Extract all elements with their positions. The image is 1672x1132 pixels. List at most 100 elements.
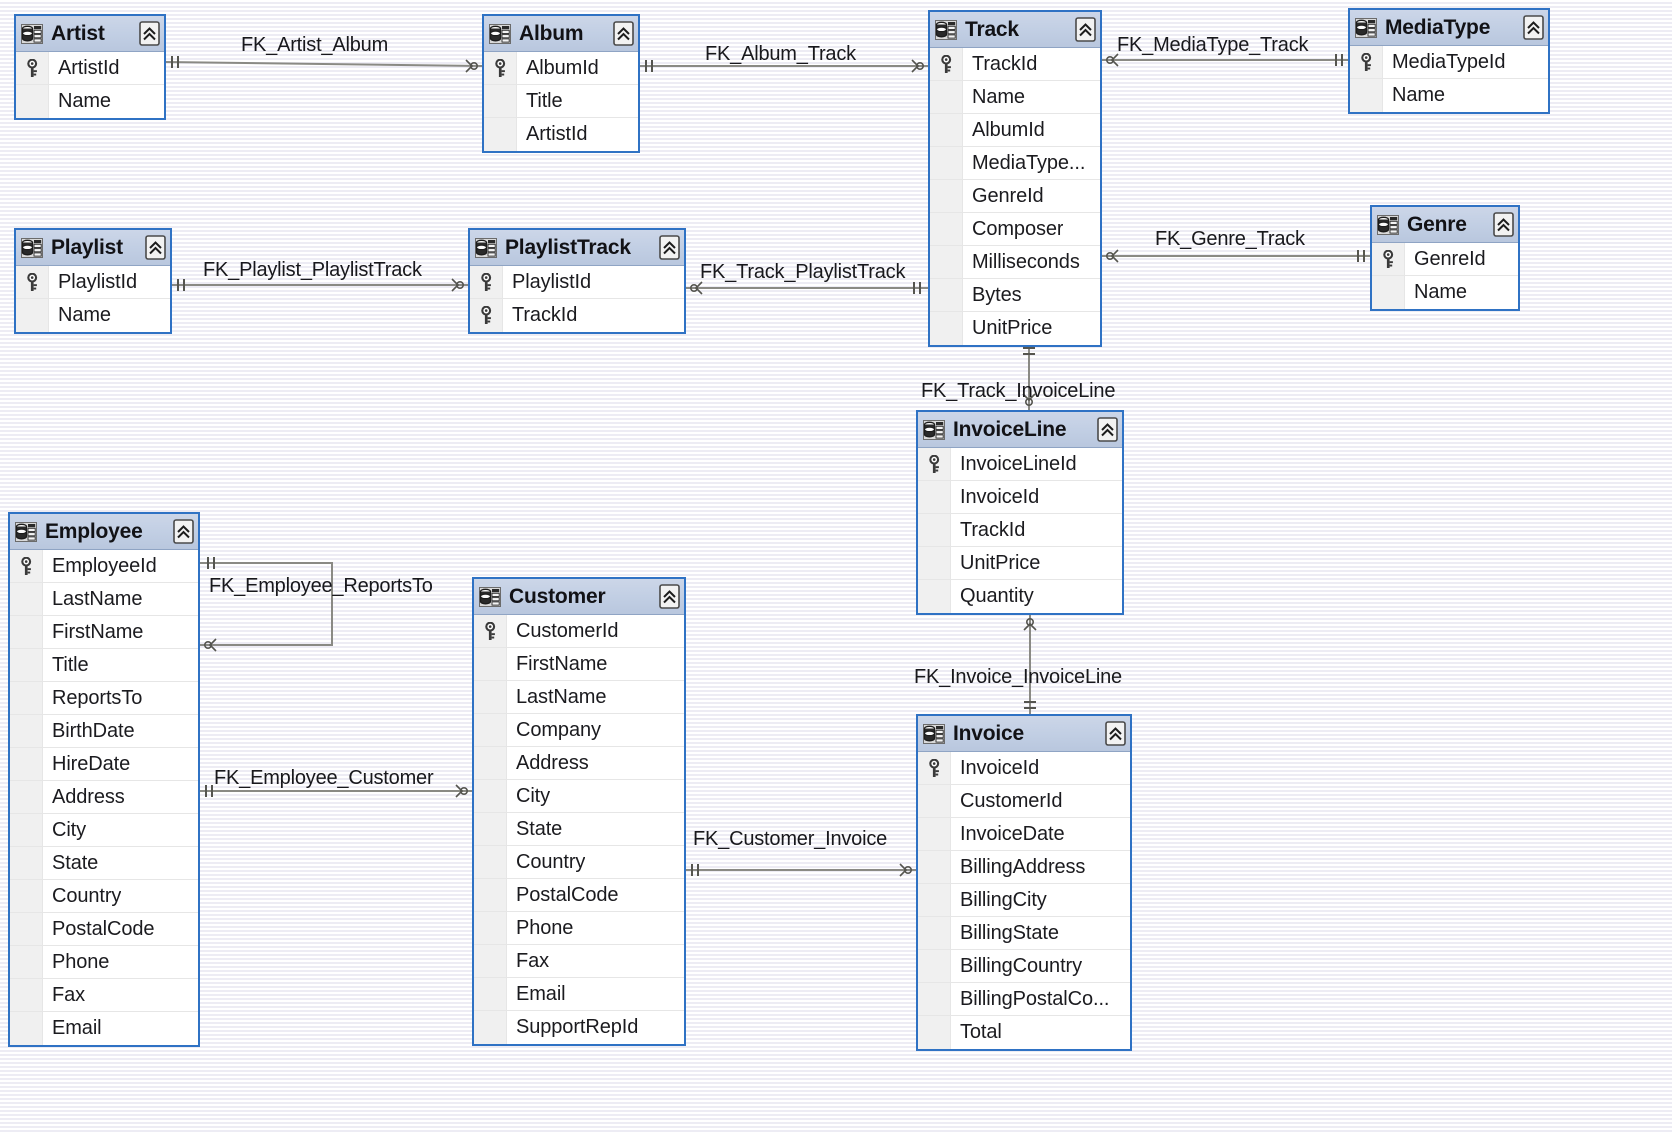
table-row[interactable]: BillingAddress [918,851,1130,884]
table-header-artist[interactable]: Artist [16,16,164,52]
table-row[interactable]: Company [474,714,684,747]
table-row[interactable]: LastName [474,681,684,714]
table-row[interactable]: EmployeeId [10,550,198,583]
table-header-employee[interactable]: Employee [10,514,198,550]
table-row[interactable]: UnitPrice [918,547,1122,580]
table-row[interactable]: PlaylistId [16,266,170,299]
table-row[interactable]: Address [10,781,198,814]
table-row[interactable]: TrackId [918,514,1122,547]
table-row[interactable]: InvoiceLineId [918,448,1122,481]
table-row[interactable]: GenreId [1372,243,1518,276]
table-row[interactable]: ReportsTo [10,682,198,715]
relationship-label-fk-track-playlisttrack[interactable]: FK_Track_PlaylistTrack [700,261,906,283]
table-row[interactable]: State [474,813,684,846]
collapse-chevrons-icon[interactable] [145,235,166,260]
collapse-chevrons-icon[interactable] [1105,721,1126,746]
relationship-label-fk-customer-invoice[interactable]: FK_Customer_Invoice [693,828,888,850]
table-row[interactable]: CustomerId [474,615,684,648]
table-row[interactable]: BillingPostalCo... [918,983,1130,1016]
table-header-track[interactable]: Track [930,12,1100,48]
table-header-playlist[interactable]: Playlist [16,230,170,266]
table-row[interactable]: Country [10,880,198,913]
relationship-label-fk-employee-reportsto[interactable]: FK_Employee_ReportsTo [209,575,433,597]
relationship-label-fk-album-track[interactable]: FK_Album_Track [705,43,856,65]
table-row[interactable]: SupportRepId [474,1011,684,1044]
table-header-genre[interactable]: Genre [1372,207,1518,243]
table-header-mediatype[interactable]: MediaType [1350,10,1548,46]
collapse-chevrons-icon[interactable] [1493,212,1514,237]
collapse-chevrons-icon[interactable] [613,21,634,46]
table-row[interactable]: BillingState [918,917,1130,950]
table-row[interactable]: Phone [10,946,198,979]
relationship-label-fk-mediatype-track[interactable]: FK_MediaType_Track [1117,34,1309,56]
table-row[interactable]: Title [484,85,638,118]
relationship-label-fk-track-invoiceline[interactable]: FK_Track_InvoiceLine [921,380,1116,402]
table-row[interactable]: Email [10,1012,198,1045]
table-row[interactable]: CustomerId [918,785,1130,818]
table-row[interactable]: Name [16,85,164,118]
table-row[interactable]: MediaType... [930,147,1100,180]
table-row[interactable]: Fax [10,979,198,1012]
table-row[interactable]: Composer [930,213,1100,246]
table-row[interactable]: UnitPrice [930,312,1100,345]
table-row[interactable]: ArtistId [484,118,638,151]
collapse-chevrons-icon[interactable] [659,235,680,260]
table-row[interactable]: Name [1372,276,1518,309]
table-header-invoiceline[interactable]: InvoiceLine [918,412,1122,448]
table-row[interactable]: Country [474,846,684,879]
relationship-label-fk-employee-customer[interactable]: FK_Employee_Customer [214,767,434,789]
relationship-label-fk-invoice-invoiceline[interactable]: FK_Invoice_InvoiceLine [914,666,1122,688]
table-row[interactable]: Total [918,1016,1130,1049]
table-row[interactable]: Address [474,747,684,780]
table-row[interactable]: LastName [10,583,198,616]
table-row[interactable]: Name [930,81,1100,114]
table-row[interactable]: TrackId [470,299,684,332]
table-row[interactable]: InvoiceId [918,752,1130,785]
table-row[interactable]: BillingCountry [918,950,1130,983]
table-row[interactable]: AlbumId [484,52,638,85]
table-row[interactable]: FirstName [474,648,684,681]
table-row[interactable]: InvoiceId [918,481,1122,514]
table-row[interactable]: City [10,814,198,847]
relationship-label-fk-artist-album[interactable]: FK_Artist_Album [241,34,389,56]
table-row[interactable]: MediaTypeId [1350,46,1548,79]
table-header-invoice[interactable]: Invoice [918,716,1130,752]
table-row[interactable]: HireDate [10,748,198,781]
table-row[interactable]: GenreId [930,180,1100,213]
table-row[interactable]: Email [474,978,684,1011]
table-row[interactable]: Bytes [930,279,1100,312]
table-row[interactable]: Title [10,649,198,682]
table-row[interactable]: AlbumId [930,114,1100,147]
table-row[interactable]: Name [16,299,170,332]
table-header-customer[interactable]: Customer [474,579,684,615]
table-header-playlisttrack[interactable]: PlaylistTrack [470,230,684,266]
table-row[interactable]: State [10,847,198,880]
table-row[interactable]: ArtistId [16,52,164,85]
collapse-chevrons-icon[interactable] [1097,417,1118,442]
collapse-chevrons-icon[interactable] [659,584,680,609]
table-row[interactable]: PostalCode [474,879,684,912]
table-row[interactable]: Fax [474,945,684,978]
table-row[interactable]: Milliseconds [930,246,1100,279]
table-row[interactable]: City [474,780,684,813]
collapse-chevrons-icon[interactable] [139,21,160,46]
table-row[interactable]: InvoiceDate [918,818,1130,851]
relationship-label-fk-playlist-playlisttrack[interactable]: FK_Playlist_PlaylistTrack [203,259,422,281]
collapse-chevrons-icon[interactable] [173,519,194,544]
table-row[interactable]: BillingCity [918,884,1130,917]
table-row[interactable]: Name [1350,79,1548,112]
table-row[interactable]: Phone [474,912,684,945]
table-row[interactable]: TrackId [930,48,1100,81]
table-row[interactable]: FirstName [10,616,198,649]
